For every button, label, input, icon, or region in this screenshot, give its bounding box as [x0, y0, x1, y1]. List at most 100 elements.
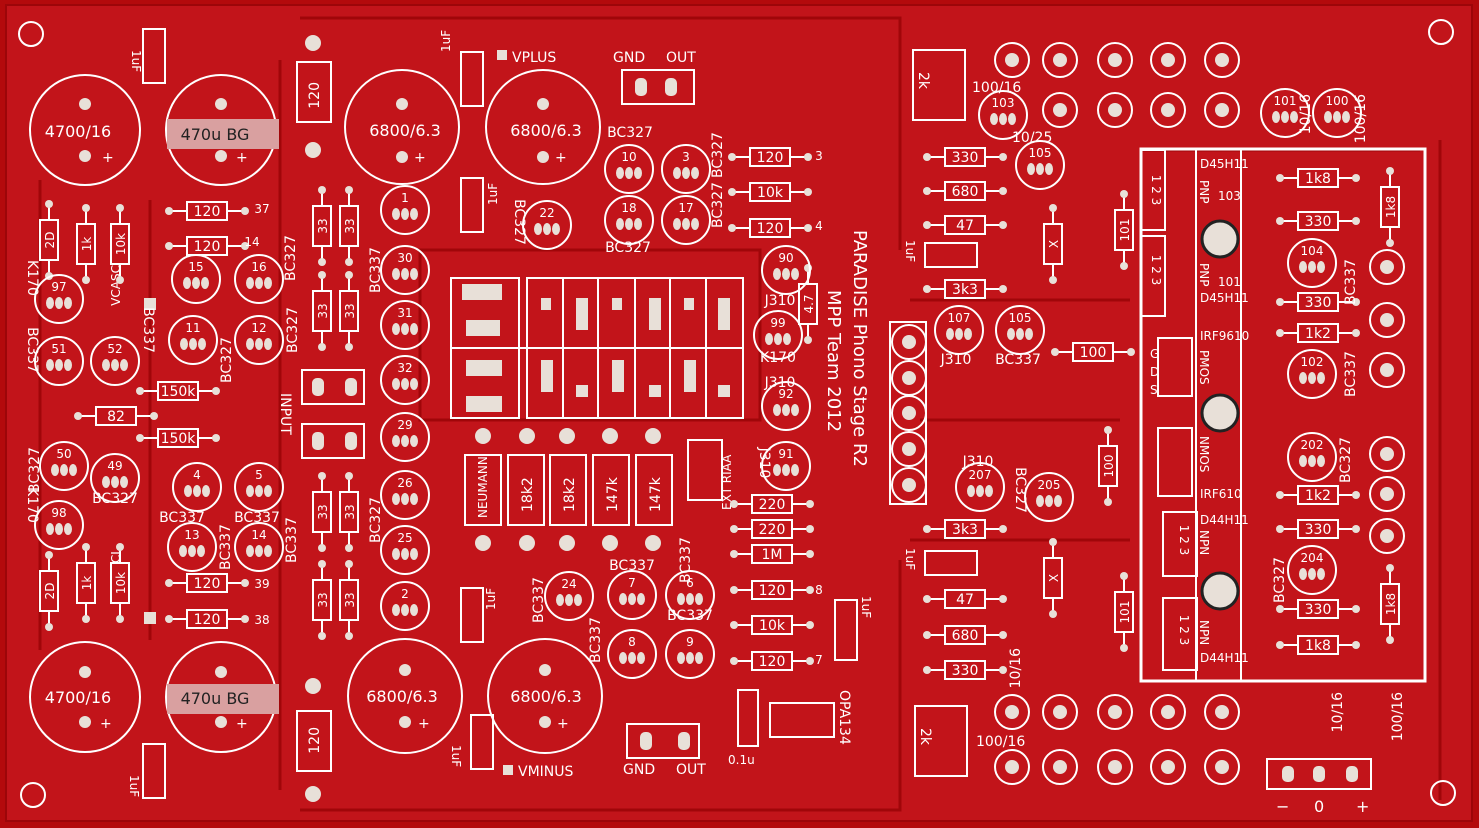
transistor-number: 101: [1274, 94, 1297, 108]
transistor-number: 98: [51, 506, 66, 520]
via-pad: [559, 428, 575, 444]
cap-label-1uf: 1uF: [439, 30, 453, 52]
transistor-number: 49: [107, 459, 122, 473]
device-label: BC337: [588, 617, 604, 663]
device-label: BC327: [710, 182, 726, 228]
device-label: BC327: [605, 240, 651, 256]
transistor-number: 6: [686, 576, 694, 590]
device-label: BC327: [219, 337, 235, 383]
irf610-label: IRF610: [1200, 487, 1242, 501]
transistor: 10: [604, 144, 654, 194]
transistor: 9: [665, 629, 715, 679]
transistor-number: 92: [778, 387, 793, 401]
capacitor-6800-1: 6800/6.3 +: [344, 69, 460, 185]
device-label: J310: [764, 293, 796, 309]
label-101: 101: [1218, 275, 1241, 289]
dip-switch-block: [450, 277, 744, 419]
label-103: 103: [1218, 189, 1241, 203]
transistor: 17: [661, 195, 711, 245]
header-minus: −: [1276, 797, 1289, 816]
ext-riaa-label: EXT RIAA: [720, 454, 734, 510]
capacitor-6800-2: 6800/6.3 +: [485, 69, 601, 185]
pad: [1150, 92, 1186, 128]
transistor: 3: [661, 144, 711, 194]
resistor-value: 101: [1118, 601, 1132, 624]
cap-value: 4700/16: [45, 688, 111, 707]
pnp-label: PNP: [1197, 180, 1211, 203]
device-label: BC327: [1338, 437, 1354, 483]
resistor: 330: [923, 147, 1007, 167]
pad: [1369, 518, 1405, 554]
trimmer-2k-bottom: [914, 705, 968, 777]
transistor-number: 202: [1301, 438, 1324, 452]
device-label: BC327: [283, 235, 299, 281]
resistor: 3k3: [923, 519, 1007, 539]
transistor-number: 50: [56, 447, 71, 461]
resistor-value: 47: [956, 218, 974, 234]
resistor-label-120: 120: [307, 82, 323, 109]
device-label: BC327: [607, 125, 653, 141]
resistor-value: 120: [759, 654, 786, 670]
resistor: 101: [1114, 190, 1134, 270]
resistor: 1k8: [1380, 564, 1400, 644]
resistor: 120: [165, 609, 249, 629]
resistor-value: 33: [343, 218, 357, 233]
transistor: 25: [380, 525, 430, 575]
device-label: BC337: [234, 510, 280, 526]
resistor-value: X: [1047, 574, 1061, 582]
resistor-value: 120: [759, 583, 786, 599]
pad: [994, 694, 1030, 730]
transistor: 8: [607, 629, 657, 679]
pad: [891, 467, 927, 503]
resistor: 10k: [110, 543, 130, 623]
input-connector: [301, 369, 365, 405]
resistor-value: 3k3: [952, 282, 978, 298]
transistor-number: 32: [397, 361, 412, 375]
resistor: X: [1043, 204, 1063, 284]
device-label: BC327: [368, 497, 384, 543]
net-number: 37: [254, 202, 269, 216]
pnp-label: PNP: [1197, 263, 1211, 286]
resistor: 120: [165, 201, 249, 221]
cap-label-1uf: 1uF: [449, 745, 463, 767]
transistor: 22: [522, 200, 572, 250]
via-pad: [559, 535, 575, 551]
device-label: BC337: [284, 517, 300, 563]
resistor: 680: [923, 181, 1007, 201]
cap-value: 470u BG: [181, 689, 250, 708]
capacitor-4700-bottom: 4700/16 +: [29, 641, 141, 753]
transistor: 107: [934, 305, 984, 355]
resistor-value: 1k8: [1305, 638, 1331, 654]
polarity-mark: +: [236, 716, 248, 732]
device-label: BC337: [159, 510, 205, 526]
cap-label-1uf: 1uF: [859, 596, 873, 618]
transistor: 11: [168, 315, 218, 365]
resistor-value: 330: [952, 150, 979, 166]
capacitor-6800-3: 6800/6.3 +: [347, 638, 463, 754]
resistor-value: 1k8: [1384, 196, 1398, 218]
transistor: 105: [1015, 140, 1065, 190]
power-transistor-outlines: [1140, 149, 1198, 671]
pin-label: 1 2 3: [1149, 255, 1163, 286]
transistor: 97: [34, 274, 84, 324]
resistor: 47: [923, 215, 1007, 235]
pin-label: 1 2 3: [1177, 615, 1191, 646]
transistor: 15: [171, 254, 221, 304]
transistor: 207: [955, 462, 1005, 512]
device-label: BC337: [1343, 351, 1359, 397]
resistor-value: 330: [1305, 602, 1332, 618]
npn-label: NPN: [1197, 620, 1211, 645]
cap-value: 6800/6.3: [366, 687, 438, 706]
cap-value: 4700/16: [45, 122, 111, 141]
pad: [1369, 249, 1405, 285]
pad: [891, 324, 927, 360]
device-label: BC337: [995, 352, 1041, 368]
resistor-value: 150k: [161, 384, 197, 400]
trimmer-2k-top: [912, 49, 966, 121]
transistor: 100: [1312, 88, 1362, 138]
device-label: BC337: [678, 537, 694, 583]
transistor-number: 22: [539, 206, 554, 220]
via-pad: [305, 35, 321, 51]
resistor: 33: [312, 560, 332, 640]
resistor: 4.7: [798, 264, 818, 344]
